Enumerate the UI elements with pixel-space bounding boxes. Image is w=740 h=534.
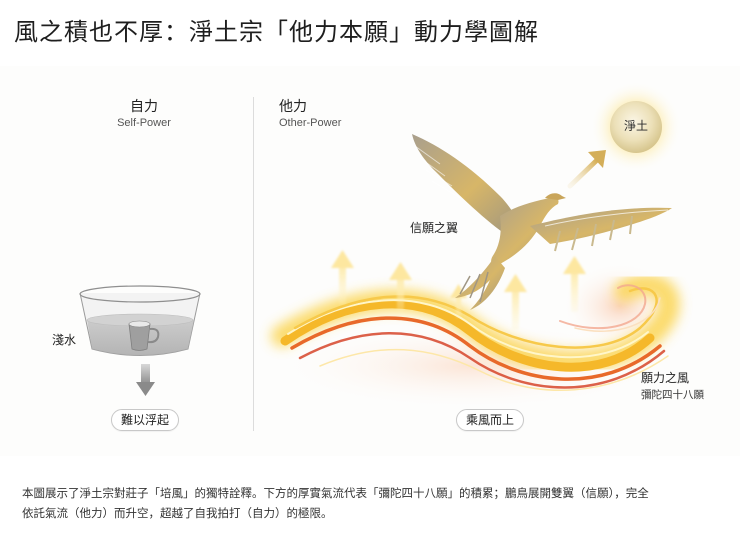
self-power-heading: 自力 Self-Power <box>104 98 184 130</box>
self-power-heading-zh: 自力 <box>130 99 158 115</box>
other-power-heading: 他力 Other-Power <box>279 98 341 130</box>
page-title: 風之積也不厚：淨土宗「他力本願」動力學圖解 <box>14 18 539 46</box>
up-arrow-icon <box>331 250 586 330</box>
panel-divider <box>253 97 254 431</box>
up-right-arrow-icon <box>567 150 606 189</box>
caption-line-2: 依託氣流（他力）而升空，超越了自我拍打（自力）的極限。 <box>22 506 333 520</box>
other-power-heading-en: Other-Power <box>279 117 342 129</box>
sun-orb-icon <box>590 81 682 173</box>
rise-on-wind-pill: 乘風而上 <box>456 409 525 431</box>
figure-caption: 本圖展示了淨土宗對莊子「培風」的獨特詮釋。下方的厚實氣流代表「彌陀四十八願」的積… <box>22 483 727 523</box>
diagram-figure: 自力 Self-Power 他力 Other-Power 淺水 難以浮起 淨土 … <box>0 66 740 456</box>
eagle-icon <box>412 134 672 310</box>
sinks-result-pill: 難以浮起 <box>111 409 180 431</box>
pure-land-label: 淨土 <box>623 119 648 133</box>
self-power-heading-en: Self-Power <box>117 117 171 129</box>
other-power-heading-zh: 他力 <box>279 99 307 115</box>
shallow-water-label: 淺水 <box>52 333 77 347</box>
wind-stream-icon <box>270 261 680 411</box>
forty-eight-vows-label: 彌陀四十八願 <box>641 389 704 401</box>
wings-of-faith-label: 信願之翼 <box>410 221 459 235</box>
down-arrow-icon <box>136 364 155 396</box>
caption-line-1: 本圖展示了淨土宗對莊子「培風」的獨特詮釋。下方的厚實氣流代表「彌陀四十八願」的積… <box>22 486 649 500</box>
cup-icon <box>128 320 160 351</box>
diagram-graphics <box>79 81 682 411</box>
wind-of-vow-label: 願力之風 <box>641 371 690 385</box>
